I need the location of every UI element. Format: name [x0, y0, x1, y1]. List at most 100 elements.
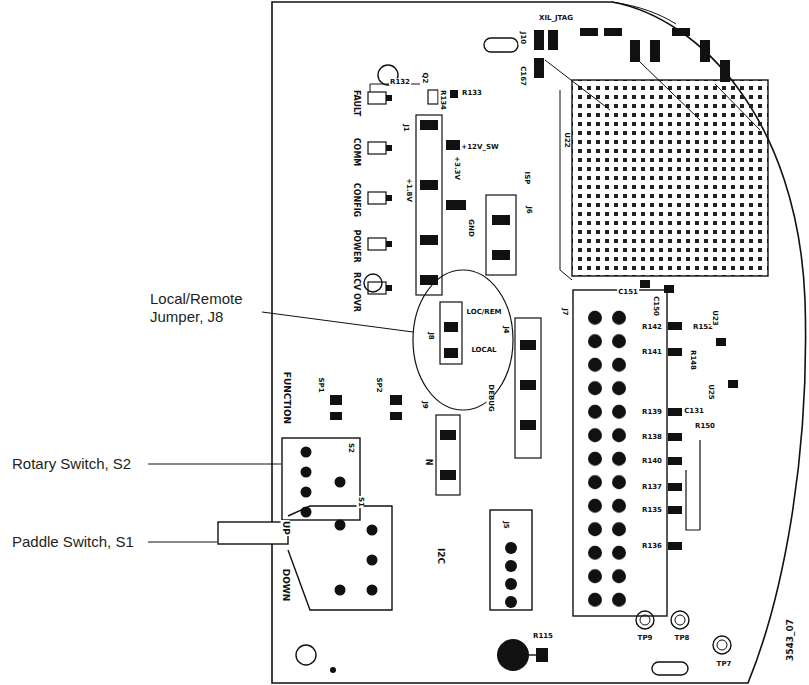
- header-j6: [486, 195, 516, 275]
- header-pins: [440, 430, 456, 480]
- test-point: [717, 640, 727, 650]
- silkscreen-label: J5: [502, 520, 509, 529]
- mounting-hole: [364, 274, 382, 292]
- paddle-lever: [218, 522, 288, 544]
- header-pins: [420, 120, 466, 285]
- transistor: [428, 90, 438, 104]
- silkscreen-label: XIL_JTAG: [538, 15, 574, 22]
- highlight-ellipse: [413, 270, 513, 410]
- fiducial: [330, 667, 336, 673]
- silkscreen-label: LOCAL: [470, 347, 497, 354]
- silkscreen-label: +3.3V: [453, 155, 460, 181]
- silkscreen-label: C151: [617, 289, 639, 296]
- silkscreen-label: SP2: [375, 376, 382, 393]
- silkscreen-label: U23: [711, 309, 718, 326]
- board-outline: [272, 2, 806, 683]
- silkscreen-label: J6: [525, 205, 532, 214]
- resistor-pad: [450, 90, 458, 98]
- silkscreen-label: R148: [689, 349, 696, 371]
- silkscreen-label: R150: [694, 423, 716, 430]
- test-point: [636, 611, 654, 629]
- header-j4: [515, 318, 541, 458]
- silkscreen-label: N: [424, 458, 432, 467]
- leader-line: [148, 542, 217, 543]
- trace: [529, 654, 536, 655]
- switch-pins: [335, 520, 378, 596]
- slot: [652, 662, 688, 675]
- silkscreen-label: C167: [519, 65, 526, 87]
- silkscreen-label: TP8: [674, 635, 691, 642]
- silkscreen-label: TP9: [637, 635, 654, 642]
- led-pads: [386, 95, 392, 291]
- callout-label: Rotary Switch, S2: [12, 455, 131, 473]
- silkscreen-label: R136: [641, 543, 663, 550]
- silkscreen-label: J7: [561, 307, 568, 316]
- silkscreen-label: R138: [641, 434, 663, 441]
- connector-pins: [505, 542, 517, 608]
- silkscreen-label: R142: [641, 324, 663, 331]
- jumper-j8: [440, 302, 462, 364]
- silkscreen-label: ISP: [523, 171, 530, 186]
- paddle-switch: [288, 506, 392, 610]
- mounting-hole: [296, 645, 316, 665]
- silkscreen-label: R139: [641, 409, 663, 416]
- silkscreen-label: R135: [641, 507, 663, 514]
- test-point: [675, 615, 685, 625]
- spring-pads: [330, 395, 402, 420]
- silkscreen-label: LOC/REM: [466, 309, 503, 316]
- leader-line: [148, 464, 281, 465]
- connector-pins: [583, 306, 631, 612]
- trace: [545, 60, 760, 130]
- chip-outline: [560, 90, 572, 280]
- silkscreen-label: C131: [683, 408, 705, 415]
- silkscreen-label: COMM: [352, 137, 360, 168]
- silkscreen-label: SP1: [317, 376, 324, 393]
- test-point: [713, 636, 731, 654]
- silkscreen-label: R140: [641, 458, 663, 465]
- silkscreen-label: J8: [427, 331, 434, 340]
- silkscreen-label: POWER: [352, 228, 360, 263]
- trace: [686, 440, 700, 530]
- silkscreen-label: R141: [641, 349, 663, 356]
- silkscreen-label: R133: [461, 90, 483, 97]
- silkscreen-label: R132: [389, 79, 411, 86]
- silkscreen-label: UP: [281, 520, 290, 536]
- rotary-switch: [282, 438, 360, 520]
- silkscreen-label: 3543_07: [786, 618, 795, 662]
- silkscreen-label: FAULT: [352, 89, 360, 117]
- silkscreen-label: RCV OVR: [352, 271, 360, 313]
- silkscreen-label: Q2: [421, 72, 428, 85]
- board-edge: [612, 2, 676, 24]
- silkscreen-label: GND: [467, 218, 474, 237]
- resistor-r115: [536, 648, 548, 662]
- silkscreen-label: C150: [652, 295, 659, 317]
- bga-chip: [572, 80, 768, 276]
- slot: [484, 38, 518, 52]
- silkscreen-label: U25: [707, 383, 714, 400]
- header-j9: [436, 415, 460, 495]
- resistor-pads: [640, 280, 738, 550]
- silkscreen-label: I2C: [436, 547, 445, 565]
- callout-label: Local/Remote Jumper, J8: [150, 290, 262, 326]
- silkscreen-label: FUNCTION: [282, 371, 291, 425]
- header-j1: [416, 115, 442, 295]
- large-pad: [497, 639, 529, 671]
- connector-j5: [490, 510, 532, 610]
- silkscreen-label: CONFIG: [352, 182, 360, 218]
- silkscreen-label: DOWN: [281, 568, 290, 603]
- silkscreen-label: U22: [563, 131, 570, 148]
- silkscreen-label: R115: [532, 633, 554, 640]
- silkscreen-label: S1: [357, 496, 364, 508]
- silkscreen-label: S2: [347, 442, 354, 454]
- jumper-pins: [444, 322, 458, 358]
- silkscreen-label: J4: [502, 325, 509, 334]
- silkscreen-label: +12V_SW: [460, 144, 499, 151]
- silkscreen-label: DEBUG: [487, 383, 494, 412]
- test-point: [640, 615, 650, 625]
- test-point: [671, 611, 689, 629]
- silkscreen-label: R137: [641, 484, 663, 491]
- silkscreen-label: J9: [421, 400, 428, 409]
- header-pins: [520, 340, 536, 430]
